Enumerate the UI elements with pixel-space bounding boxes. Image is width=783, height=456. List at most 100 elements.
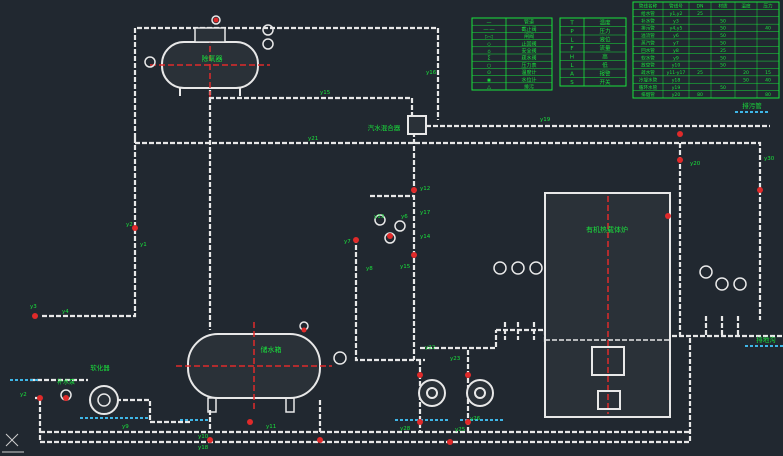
pipe-tag: y21	[308, 136, 318, 142]
pipe-tag: y7	[344, 239, 351, 245]
pipe-tag: y25	[455, 427, 466, 433]
storage-tank-label: 储水箱	[261, 345, 282, 354]
legend-symbol: ⌂	[487, 49, 490, 55]
code-letter: P	[570, 29, 574, 35]
code-letter: L	[570, 38, 574, 44]
pipe-tag: y30	[764, 156, 775, 162]
pipe-tag: y12	[420, 186, 430, 192]
steam-water-mixer: 汽水混合器	[368, 115, 427, 135]
legend-name: 闸阀	[524, 33, 534, 40]
table-header-cell: 管线号	[669, 3, 683, 10]
table-cell: 80	[697, 92, 703, 98]
deaerator: 除氧器	[150, 27, 270, 100]
code-name: 报警	[599, 70, 611, 78]
feed-pump-label: 补水泵	[57, 378, 75, 386]
pipe-tag: y13	[374, 214, 385, 220]
table-cell: 20	[743, 70, 749, 76]
legend-symbol: △	[487, 85, 491, 91]
table-cell: y20	[672, 92, 681, 98]
legend-name: 截止阀	[521, 26, 536, 33]
code-name: 流量	[599, 44, 611, 52]
table-cell: 50	[720, 26, 726, 32]
table-cell: y1,y2	[670, 11, 683, 17]
pipe-tag: y20	[690, 161, 701, 167]
pipe-tag: y28	[400, 426, 411, 432]
table-cell: 50	[720, 33, 726, 39]
table-cell: y8	[673, 48, 679, 54]
pipe-tag: y4	[62, 309, 69, 315]
table-cell: 25	[720, 48, 726, 54]
storage-tank: 储水箱	[176, 321, 347, 413]
pipe-tag: y10	[198, 434, 209, 440]
table-cell: 给水管	[641, 10, 655, 17]
legend-name: 疏水阀	[521, 55, 536, 62]
code-name: 低	[602, 61, 608, 69]
table-cell: 50	[720, 63, 726, 69]
pipe-tag: y8	[366, 266, 373, 272]
code-letter: H	[570, 55, 574, 61]
table-cell: 25	[697, 70, 703, 76]
table-cell: 25	[697, 11, 703, 17]
pressure-gauge-icon	[144, 15, 274, 68]
softener: 软化器	[89, 363, 119, 415]
table-cell: y19	[672, 85, 681, 91]
pipe-tag: y18	[198, 445, 209, 451]
table-cell: 80	[765, 92, 771, 98]
circulation-pumps	[418, 379, 494, 407]
table-cell: 放空管	[641, 62, 655, 69]
pipe-tag: y17	[420, 210, 431, 216]
legend-symbol: —·—	[483, 27, 495, 33]
softener-label: 软化器	[90, 363, 110, 372]
table-cell: y7	[673, 41, 679, 47]
legend-symbol: ◉	[487, 77, 491, 83]
table-header-cell: 管线名称	[639, 3, 658, 10]
deaerator-label: 除氧器	[202, 54, 223, 63]
gauge-cluster-icon	[374, 214, 747, 291]
valve-icons	[32, 17, 763, 445]
mixer-label: 汽水混合器	[368, 123, 401, 132]
legend-name: 安全阀	[521, 48, 536, 55]
table-cell: 排烟管	[641, 91, 655, 98]
water-level-markers	[10, 111, 783, 421]
pipe-tags: y1 y2 y3 y4 y13 y7 y8 y6 y17 y12 y14 y15…	[20, 70, 775, 451]
pipe-tag: y15	[400, 264, 411, 270]
legend-symbol: ◇	[487, 41, 491, 47]
table-cell: 溢流管	[641, 32, 655, 39]
pipe-tag: y2	[20, 392, 27, 398]
code-letter: L	[570, 63, 574, 69]
code-letter: A	[570, 72, 574, 78]
legend-name: 温度计	[521, 69, 536, 76]
table-cell: 50	[720, 18, 726, 24]
legend-name: 水位计	[521, 76, 536, 83]
table-header-cell: DN	[697, 4, 704, 10]
table-cell: 50	[720, 41, 726, 47]
table-header-cell: 温度	[741, 3, 751, 10]
table-cell: 排污管	[641, 25, 655, 32]
code-name: 液位	[599, 36, 611, 44]
table-cell: 补水管	[641, 17, 655, 24]
table-cell: 15	[765, 70, 771, 76]
drain-outlet-label: 排地沟	[756, 335, 776, 344]
code-letter: S	[570, 80, 574, 86]
table-cell: 50	[743, 77, 749, 83]
table-cell: 50	[720, 55, 726, 61]
table-cell: 循环水管	[639, 84, 658, 91]
code-letter: T	[569, 21, 574, 27]
legend-name: 压力表	[521, 62, 536, 69]
legend-name: 止回阀	[521, 40, 536, 47]
pipe-tag: y19	[540, 117, 551, 123]
thermal-oil-boiler: 有机热载体炉	[544, 192, 671, 418]
pipe-tag: y26	[470, 416, 481, 422]
table-cell: y10	[672, 63, 681, 69]
table-cell: y6	[673, 33, 679, 39]
legend-symbol: Ʃ	[487, 56, 490, 62]
pipe-tag: y15	[320, 90, 331, 96]
table-cell: y3	[673, 18, 679, 24]
pipe-tag: y16	[426, 70, 437, 76]
legend-symbol: ○	[487, 63, 491, 69]
legend-name: 排污	[524, 84, 534, 91]
table-cell: 40	[765, 77, 771, 83]
